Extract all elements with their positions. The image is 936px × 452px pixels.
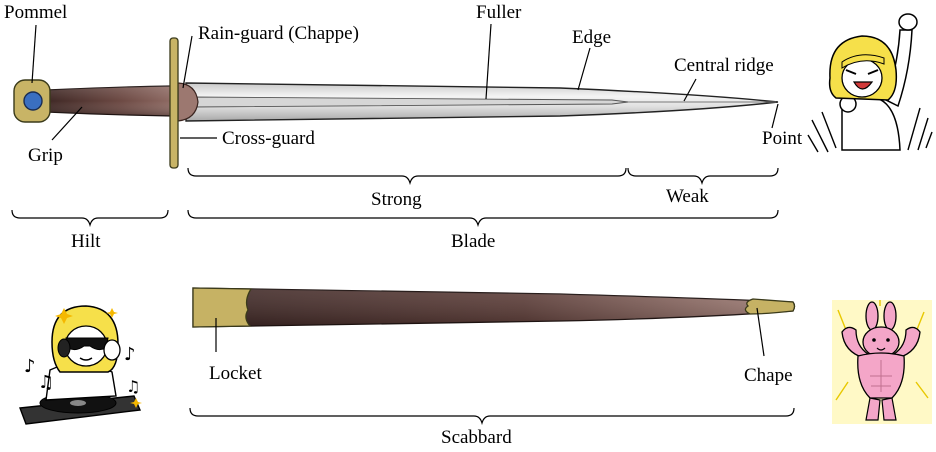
label-point: Point [762,128,803,149]
scabbard [192,287,796,328]
sword [13,37,779,169]
label-rain-guard: Rain-guard (Chappe) [198,23,359,44]
label-weak: Weak [666,186,709,207]
label-edge: Edge [572,27,611,48]
chape-shape [744,298,796,315]
label-blade: Blade [451,231,495,252]
label-scabbard: Scabbard [441,427,512,448]
dj-character-icon: ♪ ♫ ♪ ♫ [19,305,142,425]
brace-weak [627,167,779,186]
brace-strong [187,167,627,186]
svg-text:♪: ♪ [24,356,36,377]
label-hilt: Hilt [71,231,101,252]
label-cross-guard: Cross-guard [222,128,315,149]
svg-text:♪: ♪ [124,344,136,365]
svg-text:♫: ♫ [126,377,140,396]
muscle-bunny-icon [832,300,932,424]
label-grip: Grip [28,145,63,166]
brace-blade [187,209,779,228]
brace-hilt [11,209,169,228]
label-strong: Strong [371,189,422,210]
pommel-shape [13,79,51,123]
label-fuller: Fuller [476,2,522,23]
brace-scabbard [189,407,795,426]
label-central-ridge: Central ridge [674,55,774,76]
label-chape: Chape [744,365,793,386]
svg-text:♫: ♫ [38,372,54,393]
label-pommel: Pommel [4,2,67,23]
locket-shape [192,287,253,328]
label-locket: Locket [209,363,262,384]
rain-guard-shape [177,82,199,122]
cheering-character-icon [807,13,933,153]
cross-guard-shape [169,37,179,169]
